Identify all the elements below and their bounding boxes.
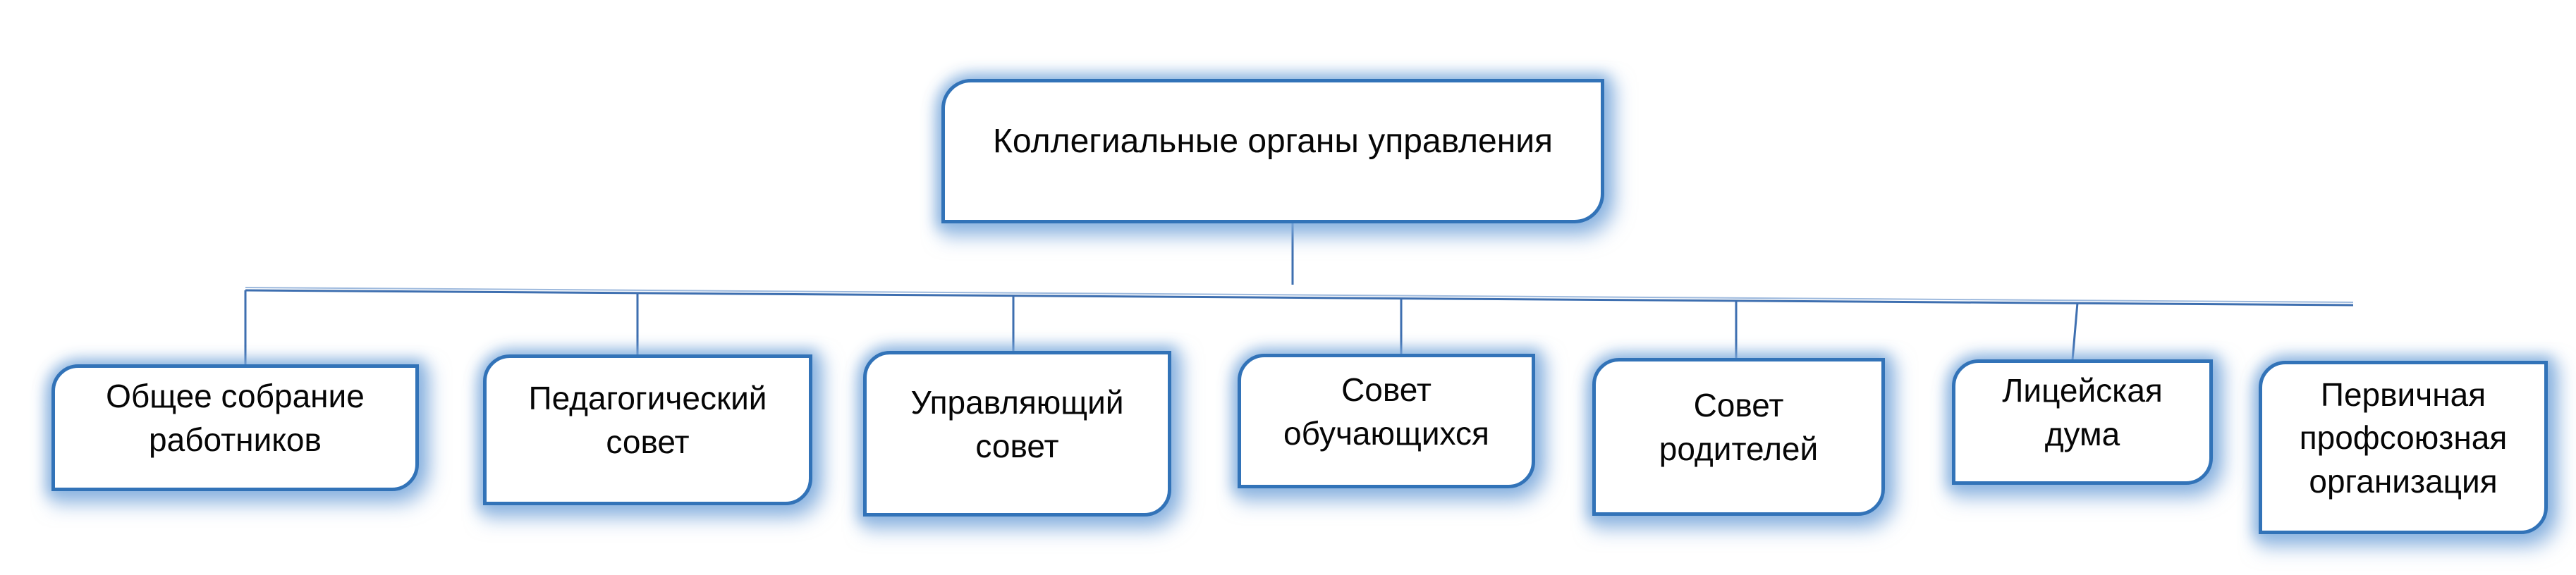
bus-line-highlight — [245, 287, 2354, 303]
node-parents-council: Совет родителей — [1592, 358, 1885, 516]
node-lyceum-duma-label: Лицейская дума — [2002, 372, 2163, 452]
node-students-council-label: Совет обучающихся — [1283, 371, 1489, 452]
node-students-council: Совет обучающихся — [1238, 354, 1535, 488]
node-governing-council-label: Управляющий совет — [910, 383, 1124, 464]
node-trade-union: Первичная профсоюзная организация — [2259, 361, 2548, 534]
node-general-meeting-label: Общее собрание работников — [106, 378, 365, 458]
node-general-meeting: Общее собрание работников — [51, 364, 419, 491]
node-lyceum-duma: Лицейская дума — [1952, 359, 2213, 485]
node-root: Коллегиальные органы управления — [941, 79, 1604, 223]
node-root-label: Коллегиальные органы управления — [992, 123, 1553, 161]
drop-line-6 — [2071, 302, 2079, 361]
bus-line — [245, 289, 2354, 307]
node-pedagogical-council-label: Педагогический совет — [528, 380, 767, 460]
node-parents-council-label: Совет родителей — [1659, 387, 1819, 467]
node-pedagogical-council: Педагогический совет — [483, 354, 812, 505]
node-governing-council: Управляющий совет — [863, 351, 1171, 517]
node-trade-union-label: Первичная профсоюзная организация — [2299, 376, 2508, 500]
